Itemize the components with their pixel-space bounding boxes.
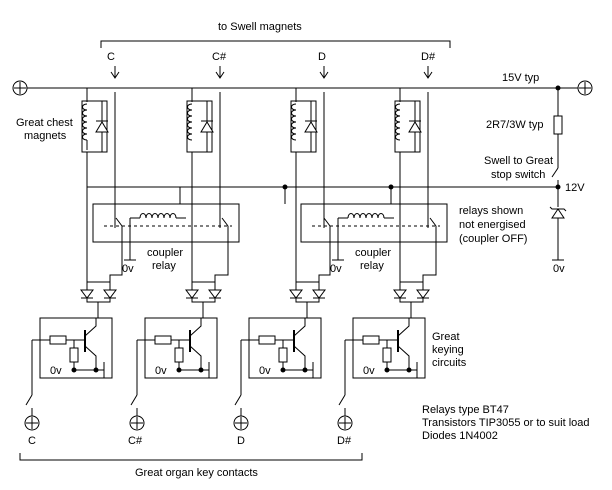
- keying-gnd-c: 0v: [50, 365, 62, 377]
- swell-magnets-label: to Swell magnets: [218, 21, 302, 33]
- key-note-d: D: [237, 435, 245, 447]
- resistor-label: 2R7/3W typ: [486, 119, 543, 131]
- switch-label-2: stop switch: [491, 169, 545, 181]
- relay-label-1: relay: [152, 260, 176, 272]
- swell-note-c: C: [107, 51, 115, 63]
- swell-arrows: [110, 66, 433, 79]
- keying-gnd-dsharp: 0v: [363, 365, 375, 377]
- swell-note-d: D: [318, 51, 326, 63]
- magnet-unit-d: [290, 88, 325, 290]
- switch-label-1: Swell to Great: [484, 155, 553, 167]
- swell-note-csharp: C#: [212, 51, 227, 63]
- relay-label-2: relay: [360, 260, 384, 272]
- keying-label-3: circuits: [432, 357, 467, 369]
- swell-note-dsharp: D#: [421, 51, 436, 63]
- chest-label-1: Great chest: [16, 117, 73, 129]
- keying-circuit-csharp: [136, 317, 218, 395]
- zener-gnd-label: 0v: [553, 263, 565, 275]
- parts-line-2: Transistors TIP3055 or to suit load: [422, 417, 590, 429]
- key-note-csharp: C#: [128, 435, 143, 447]
- keying-gnd-d: 0v: [259, 365, 271, 377]
- zener-diode: [549, 206, 567, 219]
- rail-12v-label: 12V: [565, 182, 585, 194]
- keying-circuit-d: [240, 317, 322, 395]
- magnet-unit-csharp: [186, 88, 221, 290]
- chest-label-2: magnets: [24, 130, 67, 142]
- dropper-resistor: [553, 115, 563, 135]
- relays-note-3: (coupler OFF): [459, 233, 527, 245]
- key-contacts-brace: [19, 453, 363, 461]
- magnet-unit-dsharp: [394, 88, 429, 290]
- coupler-relay-1: [92, 203, 240, 261]
- coupler-wiring: [114, 165, 429, 228]
- keying-circuit-c: [31, 317, 113, 395]
- keying-gnd-csharp: 0v: [155, 365, 167, 377]
- stop-switch: [551, 167, 559, 178]
- magnet-unit-c: [81, 88, 116, 290]
- key-contacts-label: Great organ key contacts: [135, 467, 258, 479]
- relay-gnd-label-1: 0v: [122, 263, 134, 275]
- coupler-label-1: coupler: [147, 247, 183, 259]
- diode-pairs: [80, 226, 437, 318]
- rail-15v-terminal-left: [12, 80, 28, 96]
- keying-label-1: Great: [432, 331, 460, 343]
- relays-note-1: relays shown: [459, 205, 523, 217]
- coupler-relay-2: [300, 203, 448, 261]
- keying-circuit-dsharp: [344, 317, 426, 395]
- parts-line-3: Diodes 1N4002: [422, 430, 498, 442]
- key-contacts: [24, 394, 353, 431]
- key-note-c: C: [28, 435, 36, 447]
- swell-brace: [100, 40, 451, 48]
- key-note-dsharp: D#: [337, 435, 352, 447]
- keying-label-2: keying: [432, 344, 464, 356]
- parts-line-1: Relays type BT47: [422, 404, 509, 416]
- coupler-label-2: coupler: [355, 247, 391, 259]
- relay-gnd-label-2: 0v: [330, 263, 342, 275]
- rail-15v-terminal-right: [577, 80, 593, 96]
- rail-15v-label: 15V typ: [502, 72, 539, 84]
- relays-note-2: not energised: [459, 219, 526, 231]
